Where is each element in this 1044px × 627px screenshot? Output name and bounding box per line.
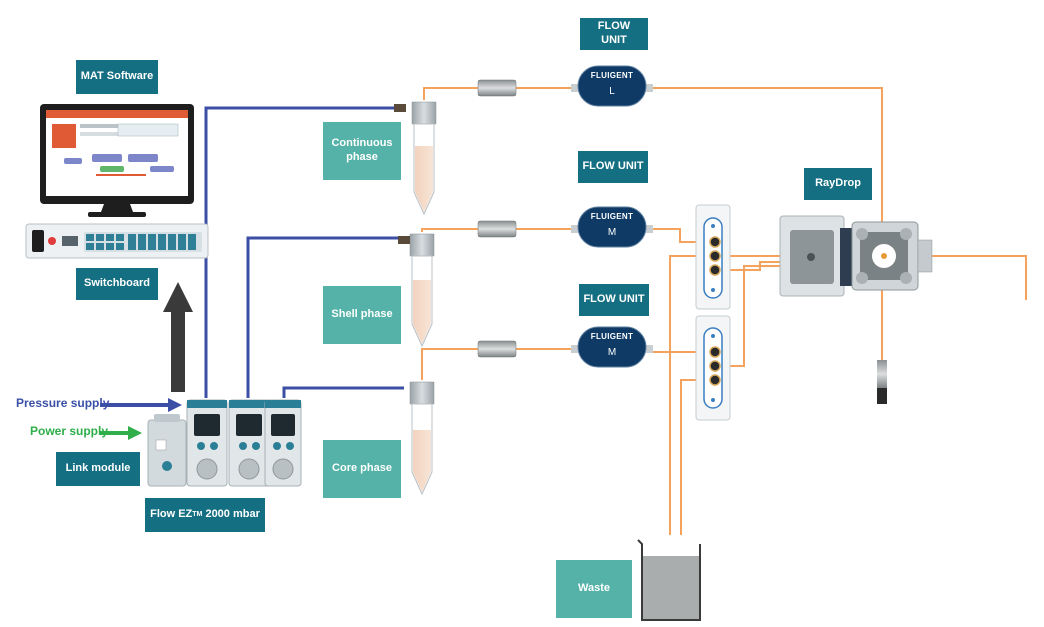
computer-monitor — [40, 104, 194, 217]
flow-unit-2-brand: FLUIGENT — [590, 212, 634, 221]
flow-unit-3-device — [571, 326, 653, 368]
power-supply-arrow — [100, 426, 142, 440]
link-module-label: Link module — [56, 452, 140, 486]
continuous-phase-label: Continuous phase — [323, 122, 401, 180]
flow-ez-label-prefix: Flow EZ — [150, 508, 193, 521]
link-module-device — [147, 414, 187, 487]
shell-phase-tube — [398, 233, 435, 348]
continuous-phase-tube — [394, 101, 437, 216]
flow-unit-1-size: L — [609, 86, 615, 97]
core-phase-tube — [409, 381, 435, 496]
flow-unit-1-brand: FLUIGENT — [590, 71, 634, 80]
flow-unit-2-label: FLOW UNIT — [578, 151, 648, 183]
flow-unit-3-brand: FLUIGENT — [590, 332, 634, 341]
inline-fittings — [477, 79, 517, 358]
core-phase-label: Core phase — [323, 440, 401, 498]
tubing — [421, 87, 1027, 535]
pressure-supply-arrow — [100, 398, 182, 412]
switchboard-device — [25, 223, 209, 259]
shell-phase-label: Shell phase — [323, 286, 401, 344]
microfluidic-chip-upper — [695, 204, 731, 310]
switchboard-label: Switchboard — [76, 268, 158, 300]
flow-unit-2-device — [571, 206, 653, 248]
flow-unit-3-label: FLOW UNIT — [579, 284, 649, 316]
flow-unit-2-size: M — [607, 227, 617, 238]
raydrop-label: RayDrop — [804, 168, 872, 200]
waste-beaker — [637, 539, 701, 621]
flow-ez-label-suffix: 2000 mbar — [202, 508, 260, 521]
waste-label: Waste — [556, 560, 632, 618]
pressure-supply-label: Pressure supply — [16, 396, 110, 410]
flow-unit-1-device — [571, 65, 653, 107]
power-supply-label: Power supply — [30, 424, 109, 438]
flow-ez-modules — [186, 399, 302, 487]
raydrop-device — [779, 215, 933, 404]
connection-up-arrow — [163, 282, 193, 392]
flow-unit-1-label: FLOW UNIT — [580, 18, 648, 50]
microfluidic-chip-lower — [695, 315, 731, 421]
pressure-lines — [204, 106, 404, 398]
mat-software-label: MAT Software — [76, 60, 158, 94]
flow-ez-label-tm: TM — [192, 510, 203, 518]
flow-unit-3-size: M — [607, 347, 617, 358]
